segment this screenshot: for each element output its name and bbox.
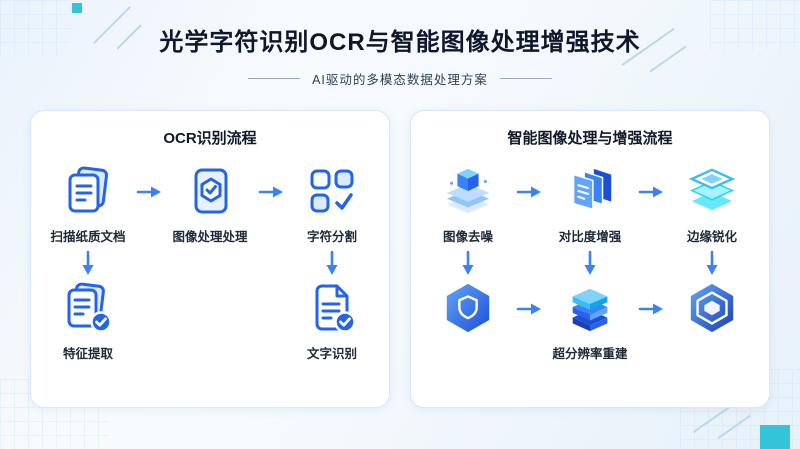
flow-node-shield <box>441 281 495 335</box>
page-check-icon <box>305 281 359 335</box>
arrow-down-icon <box>461 250 475 276</box>
document-check-icon <box>61 281 115 335</box>
arrow-down-icon <box>81 250 95 276</box>
hexagon-shield-icon <box>441 281 495 335</box>
panels-row: OCR识别流程 扫描纸质文档 <box>0 110 800 408</box>
image-panel-title: 智能图像处理与增强流程 <box>507 130 673 147</box>
flow-node-hexcore <box>685 281 739 335</box>
document-stack-icon <box>61 164 115 218</box>
flow-node-contrast: 对比度增强 <box>558 164 622 245</box>
flow-node-superres: 超分辨率重建 <box>552 281 628 362</box>
hexagon-core-icon <box>685 281 739 335</box>
diagonal-line <box>717 414 751 440</box>
flow-node-label: 超分辨率重建 <box>552 347 628 361</box>
page-subtitle: AI驱动的多模态数据处理方案 <box>312 73 488 87</box>
arrow-down-icon <box>583 250 597 276</box>
arrow-right-icon <box>136 185 162 199</box>
decor-square-teal-large <box>760 425 790 449</box>
flow-node-label: 边缘锐化 <box>686 230 737 244</box>
flow-node-scan: 扫描纸质文档 <box>50 164 126 245</box>
image-flow: 图像去噪 <box>411 148 769 362</box>
layers-cube-icon <box>441 164 495 218</box>
subtitle-rule-right <box>499 78 552 79</box>
document-shield-icon <box>183 164 237 218</box>
ocr-panel-title: OCR识别流程 <box>163 130 257 147</box>
flow-node-label: 图像去噪 <box>442 230 493 244</box>
grid-check-icon <box>305 164 359 218</box>
flow-node-segment: 字符分割 <box>305 164 359 245</box>
flow-node-feature: 特征提取 <box>61 281 115 362</box>
flow-node-label: 扫描纸质文档 <box>50 230 126 244</box>
stacked-panels-icon <box>563 164 617 218</box>
layered-diamonds-icon <box>685 164 739 218</box>
subtitle-row: AI驱动的多模态数据处理方案 <box>0 69 800 88</box>
flow-node-label: 图像处理处理 <box>172 230 248 244</box>
flow-node-preprocess: 图像处理处理 <box>172 164 248 245</box>
subtitle-rule-left <box>248 78 301 79</box>
arrow-right-icon <box>258 185 284 199</box>
flow-node-label: 对比度增强 <box>558 230 622 244</box>
arrow-right-icon <box>516 302 542 316</box>
ocr-flow: 扫描纸质文档 图像处理处理 <box>31 148 389 362</box>
flow-node-label: 特征提取 <box>62 347 113 361</box>
flow-node-label: 字符分割 <box>306 230 357 244</box>
arrow-down-icon <box>325 250 339 276</box>
arrow-right-icon <box>638 185 664 199</box>
image-panel: 智能图像处理与增强流程 <box>410 110 770 408</box>
header: 光学字符识别OCR与智能图像处理增强技术 AI驱动的多模态数据处理方案 <box>0 0 800 88</box>
ocr-panel: OCR识别流程 扫描纸质文档 <box>30 110 390 408</box>
arrow-right-icon <box>516 185 542 199</box>
flow-node-denoise: 图像去噪 <box>441 164 495 245</box>
flow-node-label: 文字识别 <box>306 347 357 361</box>
arrow-right-icon <box>638 302 664 316</box>
flow-node-sharpen: 边缘锐化 <box>685 164 739 245</box>
stacked-3d-layers-icon <box>563 281 617 335</box>
flow-node-recognize: 文字识别 <box>305 281 359 362</box>
page-title: 光学字符识别OCR与智能图像处理增强技术 <box>159 29 641 56</box>
arrow-down-icon <box>705 250 719 276</box>
